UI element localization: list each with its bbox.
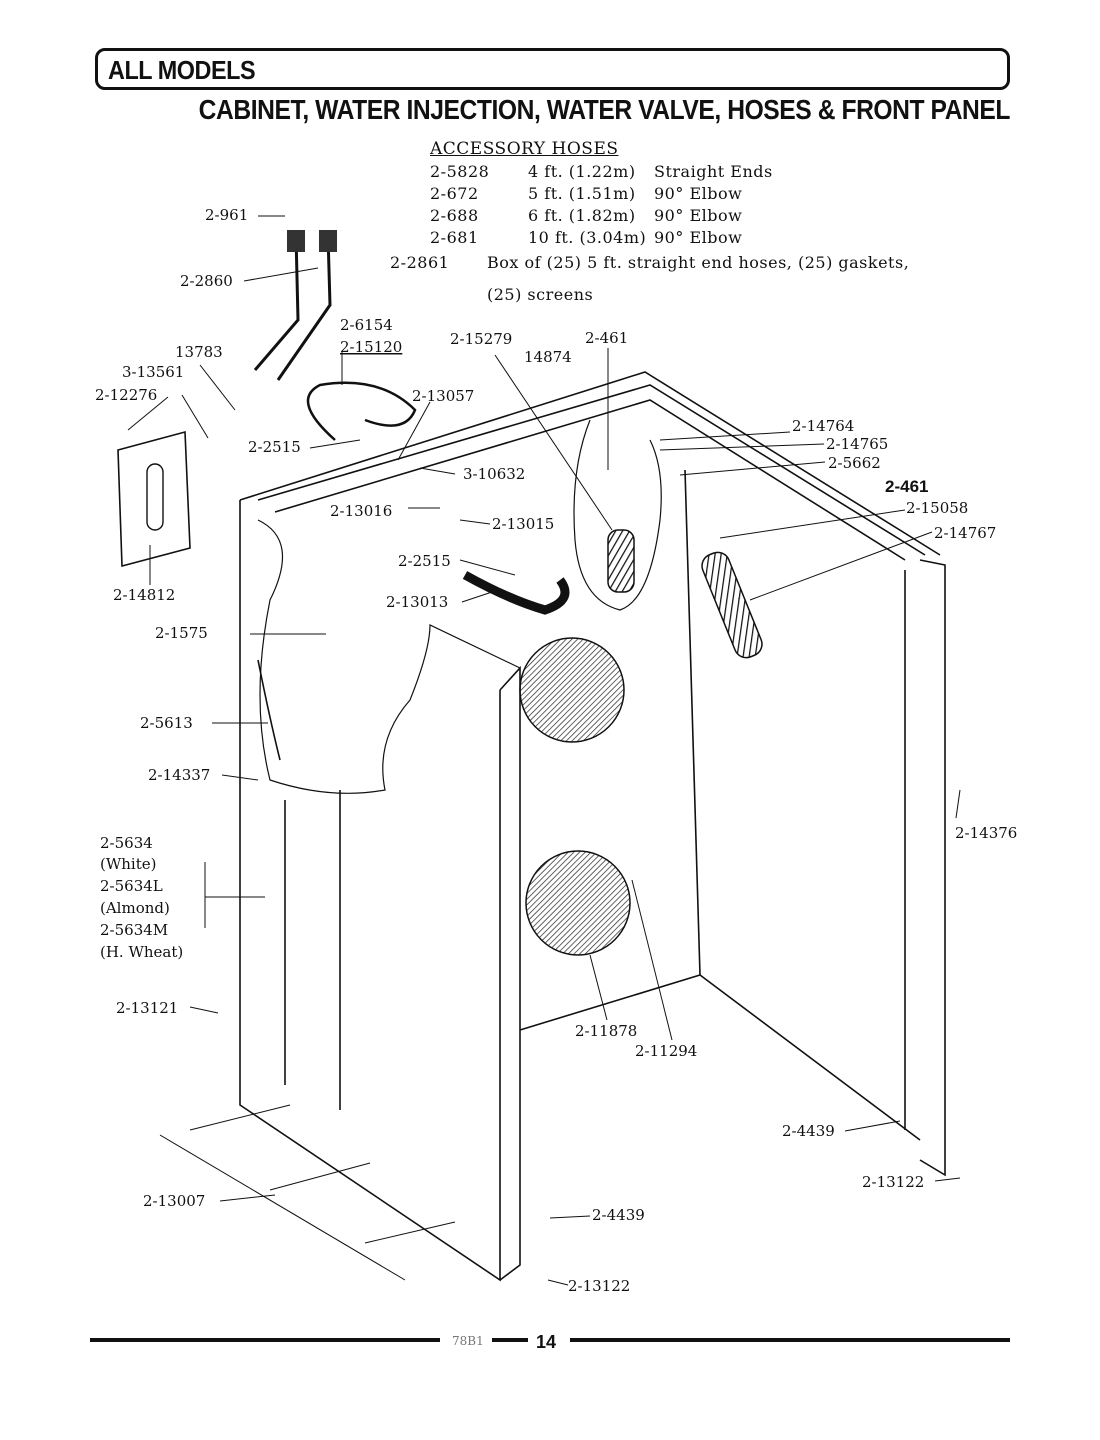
callout-2-5613: 2-5613 <box>140 714 193 732</box>
hose-coupling <box>287 230 305 252</box>
callout-2-11878: 2-11878 <box>575 1022 637 1040</box>
callout-2-14765: 2-14765 <box>826 435 888 453</box>
accessory-row: 2-672 5 ft. (1.51m) 90° Elbow <box>430 184 742 203</box>
cabinet-part: 2-5634M <box>100 921 168 939</box>
page-subtitle: CABINET, WATER INJECTION, WATER VALVE, H… <box>198 94 1011 125</box>
injection-hose <box>306 381 417 441</box>
callout-2-14767: 2-14767 <box>934 524 996 542</box>
bracket-slot <box>146 463 164 531</box>
callout-2-15120: 2-15120 <box>340 338 402 356</box>
callout-labels: 2-961 2-2860 13783 3-13561 2-12276 2-615… <box>95 206 1017 1295</box>
cabinet-color: (Almond) <box>100 899 170 917</box>
callout-2-14376: 2-14376 <box>955 824 1017 842</box>
box-note-text: Box of (25) 5 ft. straight end hoses, (2… <box>487 253 910 272</box>
accessory-part: 2-688 <box>430 206 479 225</box>
callout-3-13561: 3-13561 <box>122 363 184 381</box>
callout-2-13121: 2-13121 <box>116 999 178 1017</box>
water-valve-bracket <box>117 430 191 568</box>
cabinet-part-list: 2-5634 (White) 2-5634L (Almond) 2-5634M … <box>100 834 183 961</box>
rear-access-cover <box>519 637 625 743</box>
screw-lines <box>159 1104 456 1281</box>
footer-code: 78B1 <box>452 1334 484 1348</box>
callout-2-14812: 2-14812 <box>113 586 175 604</box>
callout-2-5662: 2-5662 <box>828 454 881 472</box>
callout-2-13057: 2-13057 <box>412 387 474 405</box>
callout-2-15058: 2-15058 <box>906 499 968 517</box>
cutaway-outline <box>257 519 521 794</box>
accessory-part: 2-672 <box>430 184 479 203</box>
box-note-text-2: (25) screens <box>487 285 594 304</box>
accessory-row: 2-5828 4 ft. (1.22m) Straight Ends <box>430 162 773 181</box>
accessory-hoses-heading: ACCESSORY HOSES <box>430 139 619 159</box>
callout-2-4439-b: 2-4439 <box>592 1206 645 1224</box>
callout-2-13013: 2-13013 <box>386 593 448 611</box>
callout-2-14337: 2-14337 <box>148 766 210 784</box>
callout-2-12276: 2-12276 <box>95 386 157 404</box>
u-hose <box>462 571 570 615</box>
header-banner: ALL MODELS <box>95 48 1010 90</box>
accessory-ends: 90° Elbow <box>654 184 743 203</box>
page-title: ALL MODELS <box>108 55 256 85</box>
accessory-ends: 90° Elbow <box>654 206 743 225</box>
hose-coupling <box>319 230 337 252</box>
callout-2-961: 2-961 <box>205 206 248 224</box>
callout-2-2515-b: 2-2515 <box>398 552 451 570</box>
front-access-cover <box>525 850 631 956</box>
inlet-hoses-icon <box>253 234 332 381</box>
accessory-length: 10 ft. (3.04m) <box>528 228 647 247</box>
callout-2-461: 2-461 <box>585 329 628 347</box>
accessory-length: 4 ft. (1.22m) <box>528 162 636 181</box>
accessory-length: 6 ft. (1.82m) <box>528 206 636 225</box>
callout-3-10632: 3-10632 <box>463 465 525 483</box>
callout-2-15279: 2-15279 <box>450 330 512 348</box>
callout-13783: 13783 <box>175 343 223 361</box>
page-number: 14 <box>536 1332 557 1352</box>
callout-2-1575: 2-1575 <box>155 624 208 642</box>
callout-2-13122: 2-13122 <box>862 1173 924 1191</box>
accessory-part: 2-681 <box>430 228 479 247</box>
cutaway-outline-2 <box>573 419 662 611</box>
leader-lines <box>127 215 961 1286</box>
cabinet-outline <box>239 371 946 1282</box>
accessory-row: 2-688 6 ft. (1.82m) 90° Elbow <box>430 206 742 225</box>
callout-2-13015: 2-13015 <box>492 515 554 533</box>
callout-2-13007: 2-13007 <box>143 1192 205 1210</box>
callout-2-14764: 2-14764 <box>792 417 854 435</box>
callout-2-4439: 2-4439 <box>782 1122 835 1140</box>
accessory-ends: Straight Ends <box>654 162 773 181</box>
callout-14874: 14874 <box>524 348 572 366</box>
callout-2-13122-b: 2-13122 <box>568 1277 630 1295</box>
callout-2-461-bold: 2-461 <box>885 477 928 496</box>
cabinet-color: (H. Wheat) <box>100 943 183 961</box>
callout-2-11294: 2-11294 <box>635 1042 697 1060</box>
callout-2-13016: 2-13016 <box>330 502 392 520</box>
cabinet-color: (White) <box>100 855 156 873</box>
accessory-ends: 90° Elbow <box>654 228 743 247</box>
callout-2-2860: 2-2860 <box>180 272 233 290</box>
box-note-part: 2-2861 <box>390 253 450 272</box>
callout-2-2515: 2-2515 <box>248 438 301 456</box>
cabinet-part: 2-5634L <box>100 877 163 895</box>
drain-hose <box>701 551 763 659</box>
accessory-row: 2-681 10 ft. (3.04m) 90° Elbow <box>430 228 742 247</box>
accessory-part: 2-5828 <box>430 162 490 181</box>
accessory-length: 5 ft. (1.51m) <box>528 184 636 203</box>
callout-2-6154: 2-6154 <box>340 316 393 334</box>
cabinet-part: 2-5634 <box>100 834 153 852</box>
coil-hose <box>607 529 635 593</box>
